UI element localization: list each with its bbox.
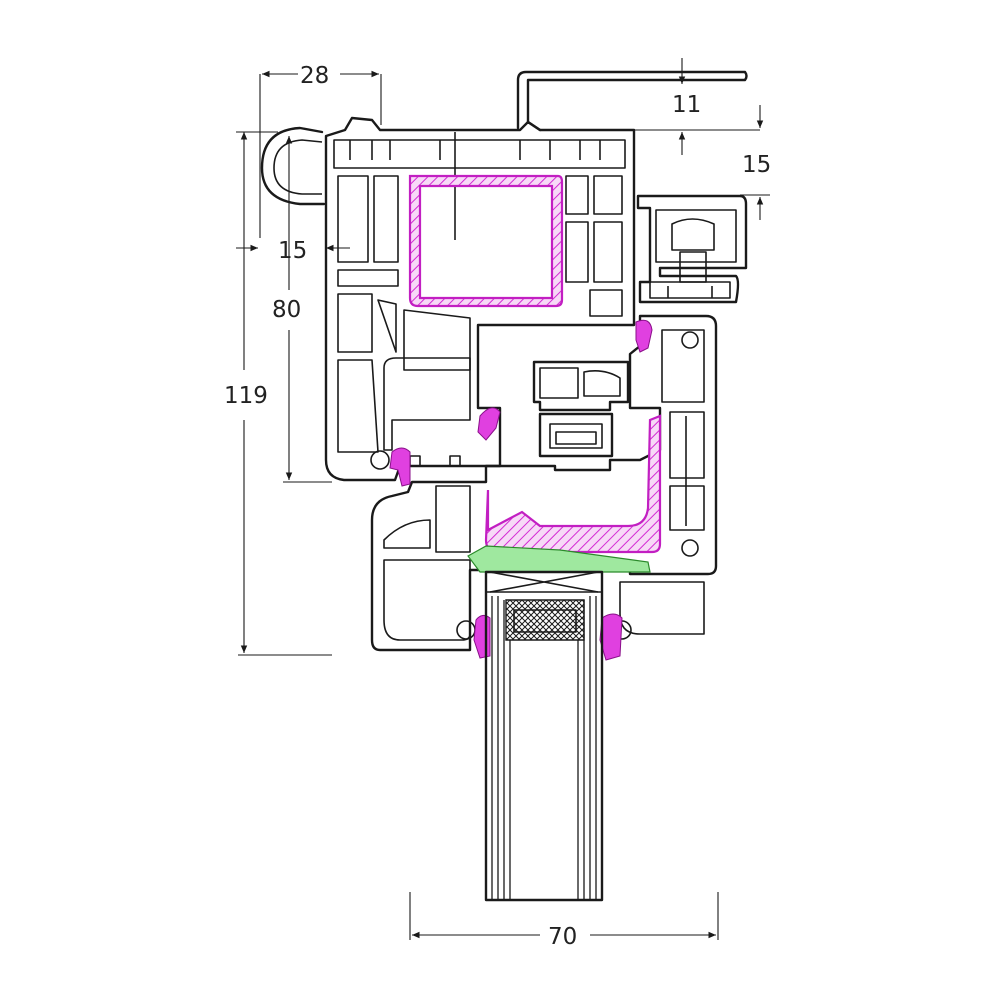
dimension-lines (236, 58, 770, 940)
dimension-15-left-label: 15 (278, 238, 307, 264)
dimension-28-label: 28 (300, 63, 329, 89)
dimension-11-label: 11 (672, 92, 701, 118)
frame-steel-reinforcement (408, 174, 564, 308)
dimension-70-label: 70 (548, 924, 577, 950)
dimension-119-label: 119 (224, 383, 268, 409)
shutter-hardware (636, 194, 748, 304)
outer-frame-profile (260, 116, 636, 482)
glass-unit (484, 570, 604, 902)
center-hardware (532, 360, 630, 458)
dimension-15-right-label: 15 (742, 152, 771, 178)
top-hook-profile (516, 70, 748, 132)
glazing-bead-seal (467, 545, 651, 573)
dimension-80-label: 80 (272, 297, 301, 323)
sash-steel-reinforcement (484, 414, 662, 554)
